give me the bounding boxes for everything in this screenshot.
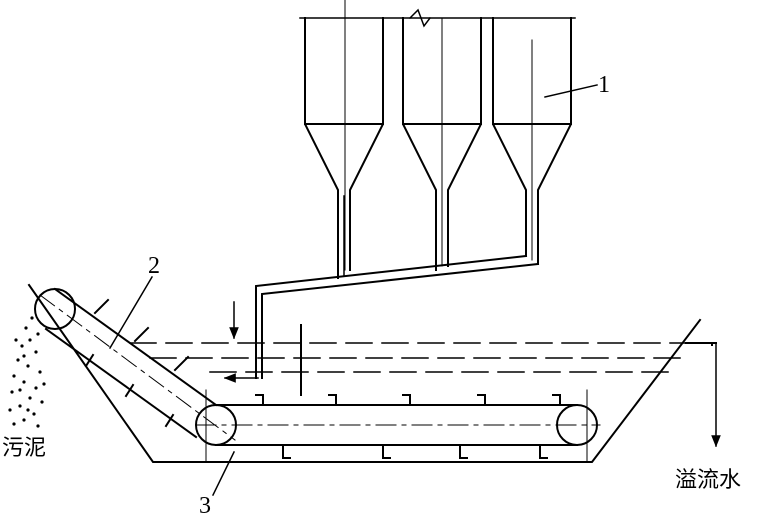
hoppers	[255, 0, 576, 379]
inclined-conveyor	[34, 287, 236, 441]
label-tank: 1	[598, 72, 610, 98]
water-level	[129, 342, 701, 373]
sludge-particles	[8, 316, 46, 428]
label-inclined-conveyor: 2	[148, 253, 160, 279]
horizontal-conveyor	[195, 389, 601, 463]
label-overflow-water: 溢流水	[675, 468, 742, 493]
settling-tank	[27, 283, 721, 463]
label-settling-tank: 3	[199, 493, 211, 519]
label-sludge: 污泥	[2, 436, 47, 461]
